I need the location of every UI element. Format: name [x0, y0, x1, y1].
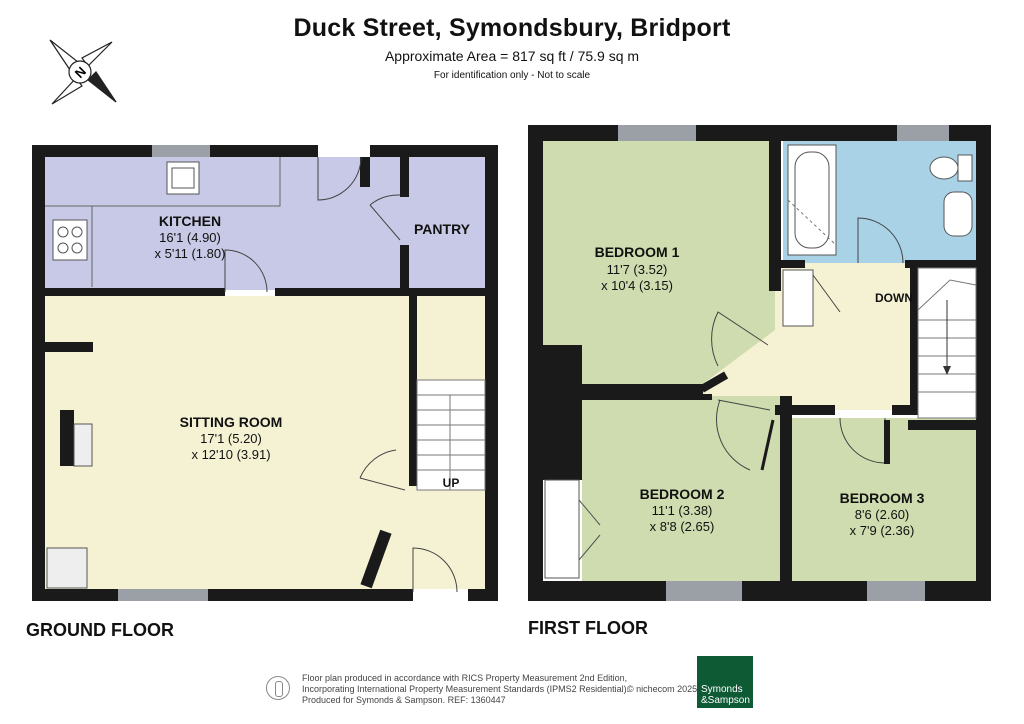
kitchen-dim-2: x 5'11 (1.80): [155, 246, 226, 261]
bedroom-2-dim-2: x 8'8 (2.65): [650, 519, 715, 534]
sitting-room-dim-1: 17'1 (5.20): [200, 431, 262, 446]
pantry-label: PANTRY: [414, 221, 471, 237]
compass-rose-icon: N: [49, 39, 117, 105]
bedroom-3-dim-1: 8'6 (2.60): [855, 507, 910, 522]
bedroom-3-dim-2: x 7'9 (2.36): [850, 523, 915, 538]
stairs-down-label: DOWN: [875, 291, 913, 305]
nichecom-credit: © nichecom 2025.: [627, 684, 700, 694]
ipms-person-icon: [266, 676, 290, 700]
stairs-up-label: UP: [443, 476, 460, 490]
bedroom-1-label: BEDROOM 1: [595, 244, 680, 260]
bedroom-1-dim-2: x 10'4 (3.15): [601, 278, 673, 293]
kitchen-label: KITCHEN: [159, 213, 221, 229]
logo-line-2: &Sampson: [701, 695, 750, 706]
bedroom-2-dim-1: 11'1 (3.38): [652, 503, 713, 518]
first-floor-plan: BEDROOM 1 11'7 (3.52) x 10'4 (3.15) DOWN…: [528, 125, 991, 601]
symonds-sampson-logo: Symonds &Sampson: [697, 656, 753, 708]
footer-line-2: Incorporating International Property Mea…: [302, 684, 630, 694]
bedroom-2-area: [582, 396, 780, 581]
bedroom-3-label: BEDROOM 3: [840, 490, 925, 506]
footer-line-3: Produced for Symonds & Sampson. REF: 136…: [302, 695, 506, 705]
footer-disclaimer: Floor plan produced in accordance with R…: [302, 673, 629, 706]
page-title: Duck Street, Symondsbury, Bridport: [293, 14, 731, 42]
pantry-area: [370, 157, 486, 290]
identification-note: For identification only - Not to scale: [433, 70, 591, 81]
footer-line-1: Floor plan produced in accordance with R…: [302, 673, 628, 683]
logo-line-1: Symonds: [701, 684, 743, 695]
ground-floor-plan: KITCHEN 16'1 (4.90) x 5'11 (1.80) PANTRY…: [32, 145, 498, 601]
approximate-area: Approximate Area = 817 sq ft / 75.9 sq m: [384, 48, 640, 64]
kitchen-dim-1: 16'1 (4.90): [159, 230, 221, 245]
bedroom-2-label: BEDROOM 2: [640, 486, 725, 502]
sitting-room-dim-2: x 12'10 (3.91): [191, 447, 270, 462]
first-floor-label: FIRST FLOOR: [528, 618, 648, 638]
sitting-room-label: SITTING ROOM: [180, 414, 283, 430]
bedroom-1-dim-1: 11'7 (3.52): [607, 262, 668, 277]
ground-floor-label: GROUND FLOOR: [26, 620, 174, 640]
